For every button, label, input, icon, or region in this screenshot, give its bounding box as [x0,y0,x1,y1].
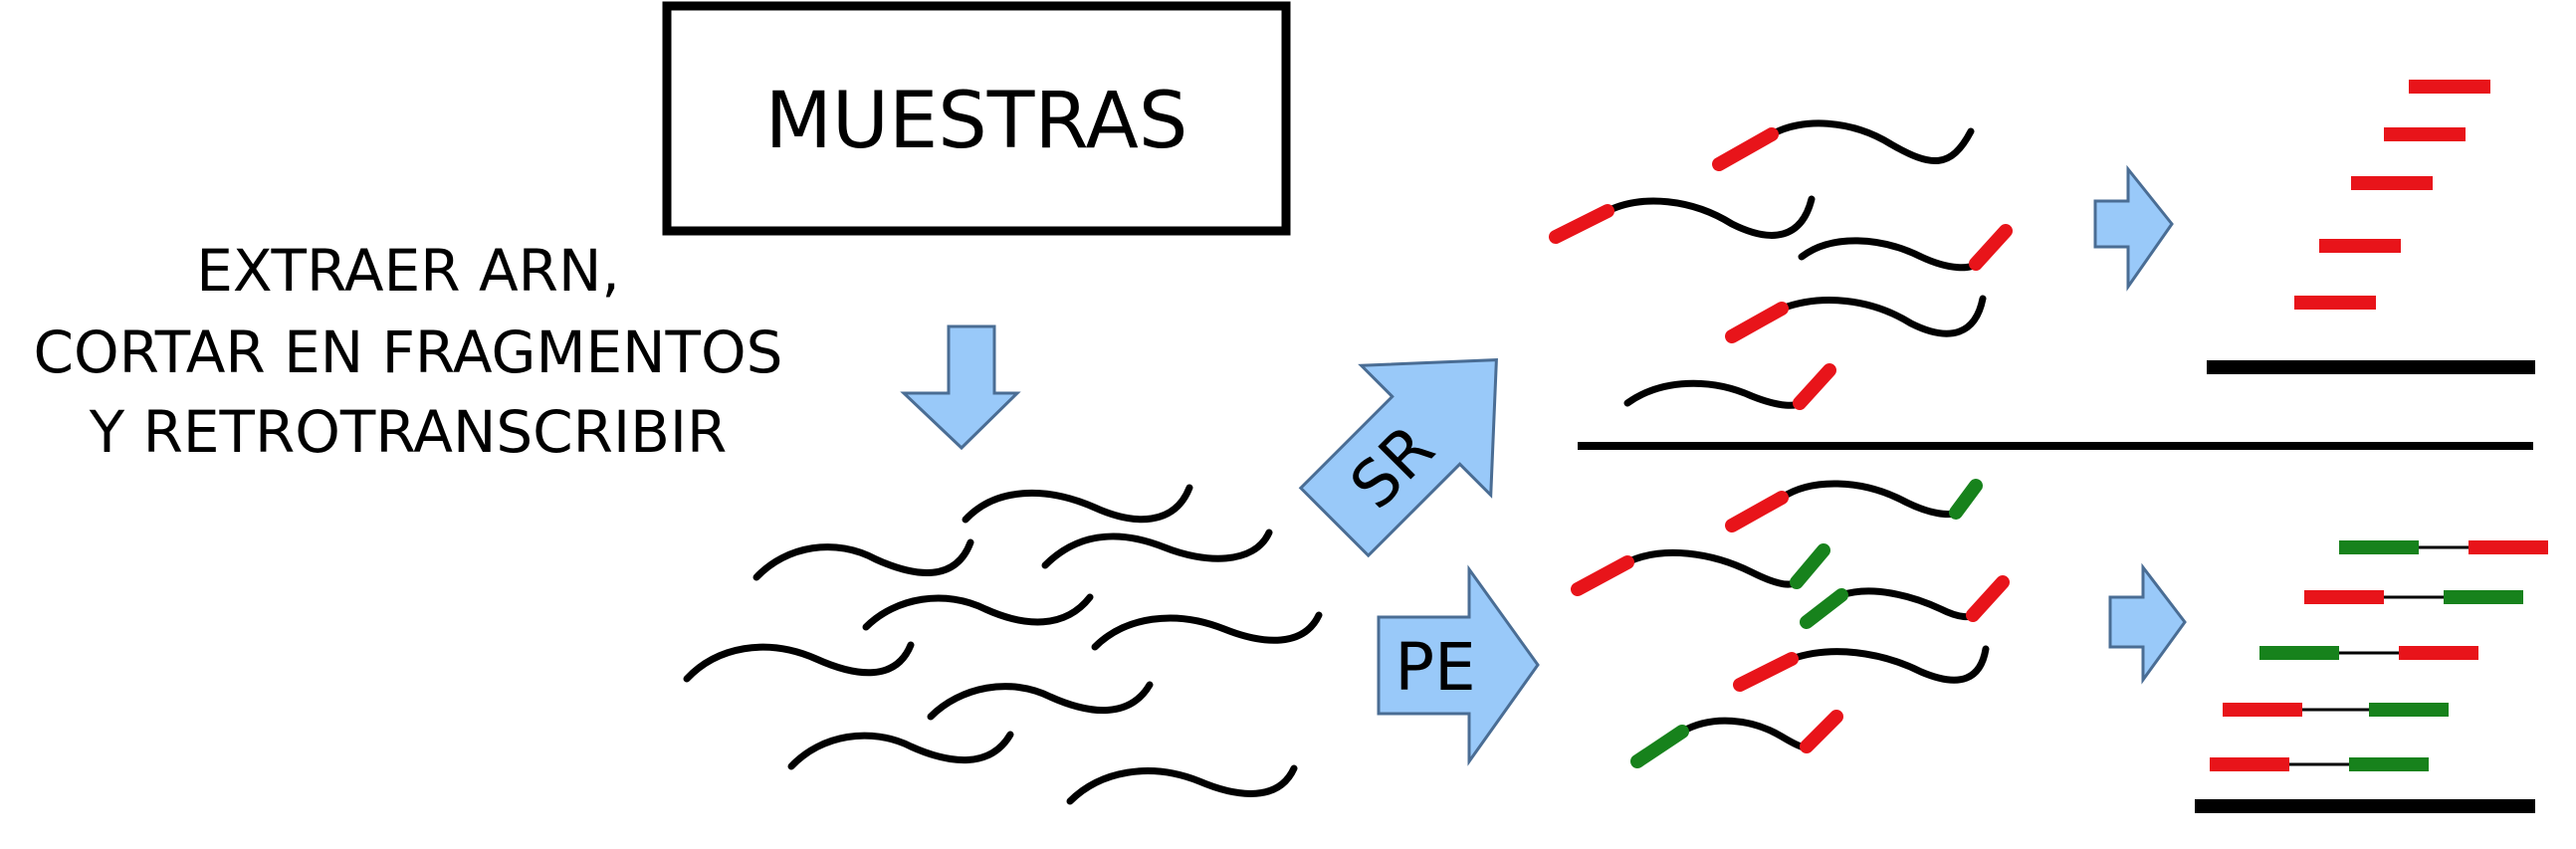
rna-fragment [927,681,1154,721]
read-accent-green [1630,725,1689,768]
rna-fragment [962,484,1193,524]
instructions-text: EXTRAER ARN, CORTAR EN FRAGMENTOS Y RETR… [34,237,783,466]
paired-end-arrow: PE [1377,564,1540,766]
read-accent-red [1549,204,1614,244]
read-fragment [1778,295,1987,337]
read-accent-red [1571,555,1634,596]
read-accent-green [1949,479,1983,520]
read-accent-red [1725,491,1789,532]
read-fragment [1678,717,1811,751]
read-pair [2223,703,2449,717]
read-fragment [1788,645,1990,684]
reference-line-bottom [2195,799,2535,813]
arrow-down-icon [900,324,1021,451]
read-accent-red [1800,710,1843,753]
samples-label: MUESTRAS [765,77,1188,166]
read-fragment [1798,237,1980,272]
instruction-line-3: Y RETROTRANSCRIBIR [89,398,728,466]
single-read-arrow: SR [1298,358,1498,558]
arrow-up-right-icon [1298,358,1498,558]
samples-box: MUESTRAS [662,1,1291,236]
arrow-right-icon [1377,564,1540,766]
arrow-right-icon [2108,562,2187,685]
sr-reads [1549,119,2013,410]
instruction-line-2: CORTAR EN FRAGMENTOS [34,318,783,386]
read-accent-red [1793,363,1836,410]
read-accent-green [1800,588,1848,629]
rna-fragment [1066,764,1298,805]
read-fragment [1837,587,1977,621]
aligned-read [2384,127,2466,141]
rna-fragment [862,593,1094,631]
pe-aligned-reads [2210,540,2548,771]
reference-line-top [2207,360,2535,374]
read-fragment [1623,548,1801,588]
read-accent-red [1712,127,1779,171]
read-pair [2339,540,2548,554]
rna-fragment [1091,611,1323,651]
read-accent-red [1966,575,2010,622]
rna-fragments [683,484,1323,805]
read-fragment [1623,379,1804,409]
instruction-line-1: EXTRAER ARN, [196,237,620,305]
aligned-read [2319,239,2401,253]
rna-fragment [787,731,1014,770]
read-pair [2304,590,2523,604]
read-accent-red [1725,302,1789,343]
aligned-read [2294,296,2376,310]
rna-fragment [752,538,974,581]
read-pair [2210,757,2429,771]
aligned-read [2351,176,2433,190]
rna-fragment [1041,529,1273,569]
rna-fragment [683,641,915,683]
read-pair [2259,646,2478,660]
read-fragment [1778,480,1960,518]
pe-label: PE [1395,629,1476,706]
read-accent-red [1733,652,1799,692]
read-accent-red [1969,224,2013,271]
pe-reads [1571,479,2010,768]
arrow-right-icon [2093,164,2174,292]
read-accent-green [1790,543,1830,589]
sr-aligned-reads [2294,80,2490,310]
read-fragment [1768,119,1975,165]
aligned-read [2409,80,2490,94]
read-fragment [1604,195,1816,239]
